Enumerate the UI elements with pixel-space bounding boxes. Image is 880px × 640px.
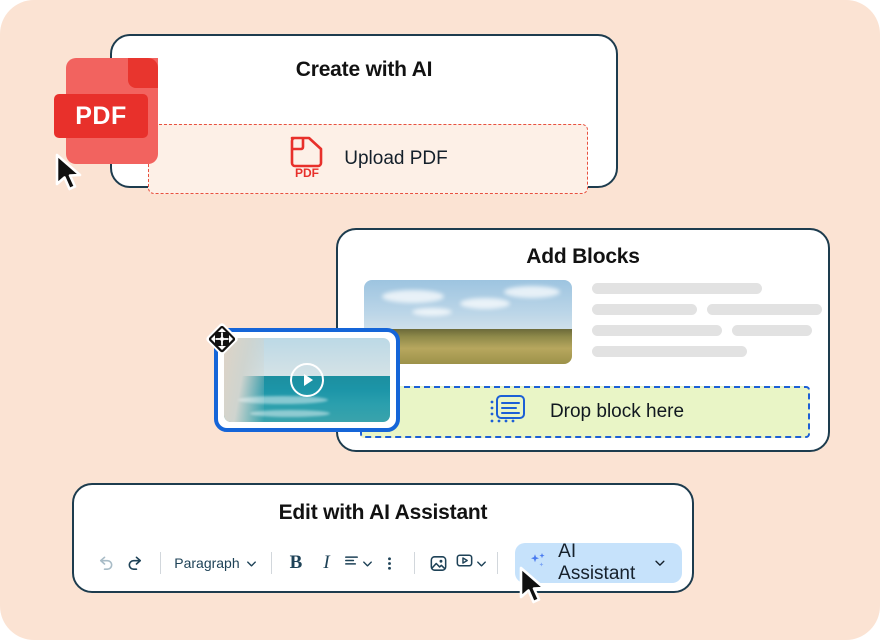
toolbar-divider bbox=[270, 552, 272, 574]
text-skeleton-block bbox=[592, 280, 822, 367]
blocks-content-row bbox=[364, 280, 822, 367]
video-icon bbox=[454, 550, 475, 576]
drop-block-zone[interactable]: Drop block here bbox=[360, 386, 810, 438]
align-dropdown[interactable] bbox=[342, 546, 374, 580]
add-blocks-card: Add Blocks bbox=[336, 228, 830, 452]
text-block-icon bbox=[486, 393, 528, 432]
arrow-cursor bbox=[516, 565, 550, 612]
skeleton-row bbox=[592, 304, 822, 315]
chevron-down-icon bbox=[477, 560, 487, 567]
upload-pdf-dropzone[interactable]: PDF Upload PDF bbox=[148, 124, 588, 194]
skeleton-row bbox=[592, 346, 822, 357]
edit-with-ai-card: Edit with AI Assistant Paragraph bbox=[72, 483, 694, 593]
drop-block-label: Drop block here bbox=[549, 401, 685, 422]
more-vertical-icon[interactable] bbox=[374, 546, 405, 580]
bold-button[interactable]: B bbox=[289, 552, 303, 573]
ai-assistant-label: AI Assistant bbox=[558, 541, 636, 584]
skeleton-row bbox=[592, 283, 822, 294]
svg-text:PDF: PDF bbox=[295, 166, 319, 179]
pdf-document-icon: PDF bbox=[288, 135, 326, 184]
sparkles-icon bbox=[527, 550, 549, 577]
chevron-down-icon bbox=[362, 560, 372, 567]
italic-button[interactable]: I bbox=[323, 552, 330, 573]
move-handle-icon[interactable] bbox=[203, 320, 241, 358]
undo-icon[interactable] bbox=[90, 546, 121, 580]
create-card-title: Create with AI bbox=[295, 58, 433, 81]
toolbar-divider bbox=[160, 552, 162, 574]
landscape-thumbnail[interactable] bbox=[364, 280, 572, 364]
chevron-down-icon bbox=[246, 560, 256, 567]
create-with-ai-card: Create with AI PDF Upload PDF bbox=[110, 34, 618, 194]
play-icon[interactable] bbox=[290, 363, 324, 397]
skeleton-row bbox=[592, 325, 822, 336]
upload-pdf-label: Upload PDF bbox=[344, 148, 448, 169]
video-dropdown[interactable] bbox=[454, 546, 488, 580]
paragraph-style-label: Paragraph bbox=[174, 555, 240, 571]
redo-icon[interactable] bbox=[121, 546, 152, 580]
blocks-card-title: Add Blocks bbox=[526, 245, 640, 268]
draggable-video-block[interactable] bbox=[214, 328, 400, 432]
toolbar-divider bbox=[413, 552, 415, 574]
pdf-badge-label: PDF bbox=[54, 94, 148, 138]
ai-assistant-button[interactable]: AI Assistant bbox=[515, 541, 682, 584]
toolbar-divider bbox=[497, 552, 499, 574]
align-left-icon bbox=[342, 551, 361, 575]
pdf-badge-fold bbox=[128, 58, 158, 88]
image-icon[interactable] bbox=[424, 546, 455, 580]
chevron-down-icon bbox=[655, 560, 665, 566]
editor-toolbar: Paragraph B I bbox=[90, 541, 682, 585]
pdf-file-badge[interactable]: PDF bbox=[54, 58, 158, 164]
video-thumbnail bbox=[224, 338, 390, 422]
paragraph-style-dropdown[interactable]: Paragraph bbox=[170, 546, 261, 580]
arrow-cursor bbox=[52, 152, 86, 199]
edit-card-title: Edit with AI Assistant bbox=[278, 501, 488, 524]
